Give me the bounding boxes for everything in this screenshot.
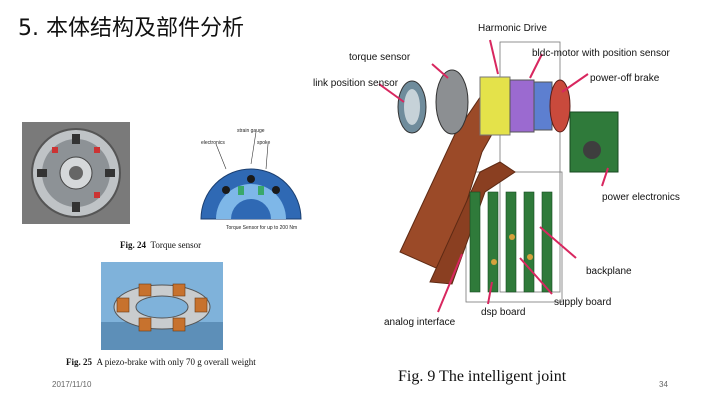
slide-date: 2017/11/10: [52, 380, 92, 389]
fig24-number: Fig. 24: [120, 240, 146, 250]
page-number: 34: [659, 380, 668, 389]
label-backplane: backplane: [586, 266, 632, 277]
label-torque-note: Torque Sensor for up to 200 Nm: [226, 225, 298, 231]
fig9-caption: Fig. 9 The intelligent joint: [398, 368, 567, 385]
torque-sensor-photo: [22, 122, 130, 224]
torque-sensor-diagram: [196, 124, 306, 224]
slide-title: 5. 本体结构及部件分析: [18, 16, 244, 41]
intelligent-joint-diagram: [370, 22, 700, 344]
label-power-off-brake: power-off brake: [590, 73, 660, 84]
label-link-position-sensor: link position sensor: [313, 78, 399, 89]
label-spoke: spoke: [257, 140, 271, 146]
label-strain-gauge: strain gauge: [237, 128, 265, 134]
fig24-text: Torque sensor: [150, 240, 202, 250]
label-dsp-board: dsp board: [481, 307, 526, 318]
label-power-electronics: power electronics: [602, 192, 680, 203]
label-analog-interface: analog interface: [384, 317, 456, 328]
fig25-text: A piezo-brake with only 70 g overall wei…: [96, 357, 256, 367]
fig25-number: Fig. 25: [66, 357, 92, 367]
fig24-caption: Fig. 24 Torque sensor: [120, 240, 201, 250]
fig25-caption: Fig. 25 A piezo-brake with only 70 g ove…: [66, 357, 256, 367]
label-electronics: electronics: [201, 140, 225, 146]
piezo-brake-photo: [101, 262, 223, 350]
label-bldc-motor: bldc-motor with position sensor: [532, 48, 670, 59]
label-supply-board: supply board: [554, 297, 612, 308]
label-torque-sensor: torque sensor: [349, 52, 411, 63]
label-harmonic-drive: Harmonic Drive: [478, 23, 547, 34]
